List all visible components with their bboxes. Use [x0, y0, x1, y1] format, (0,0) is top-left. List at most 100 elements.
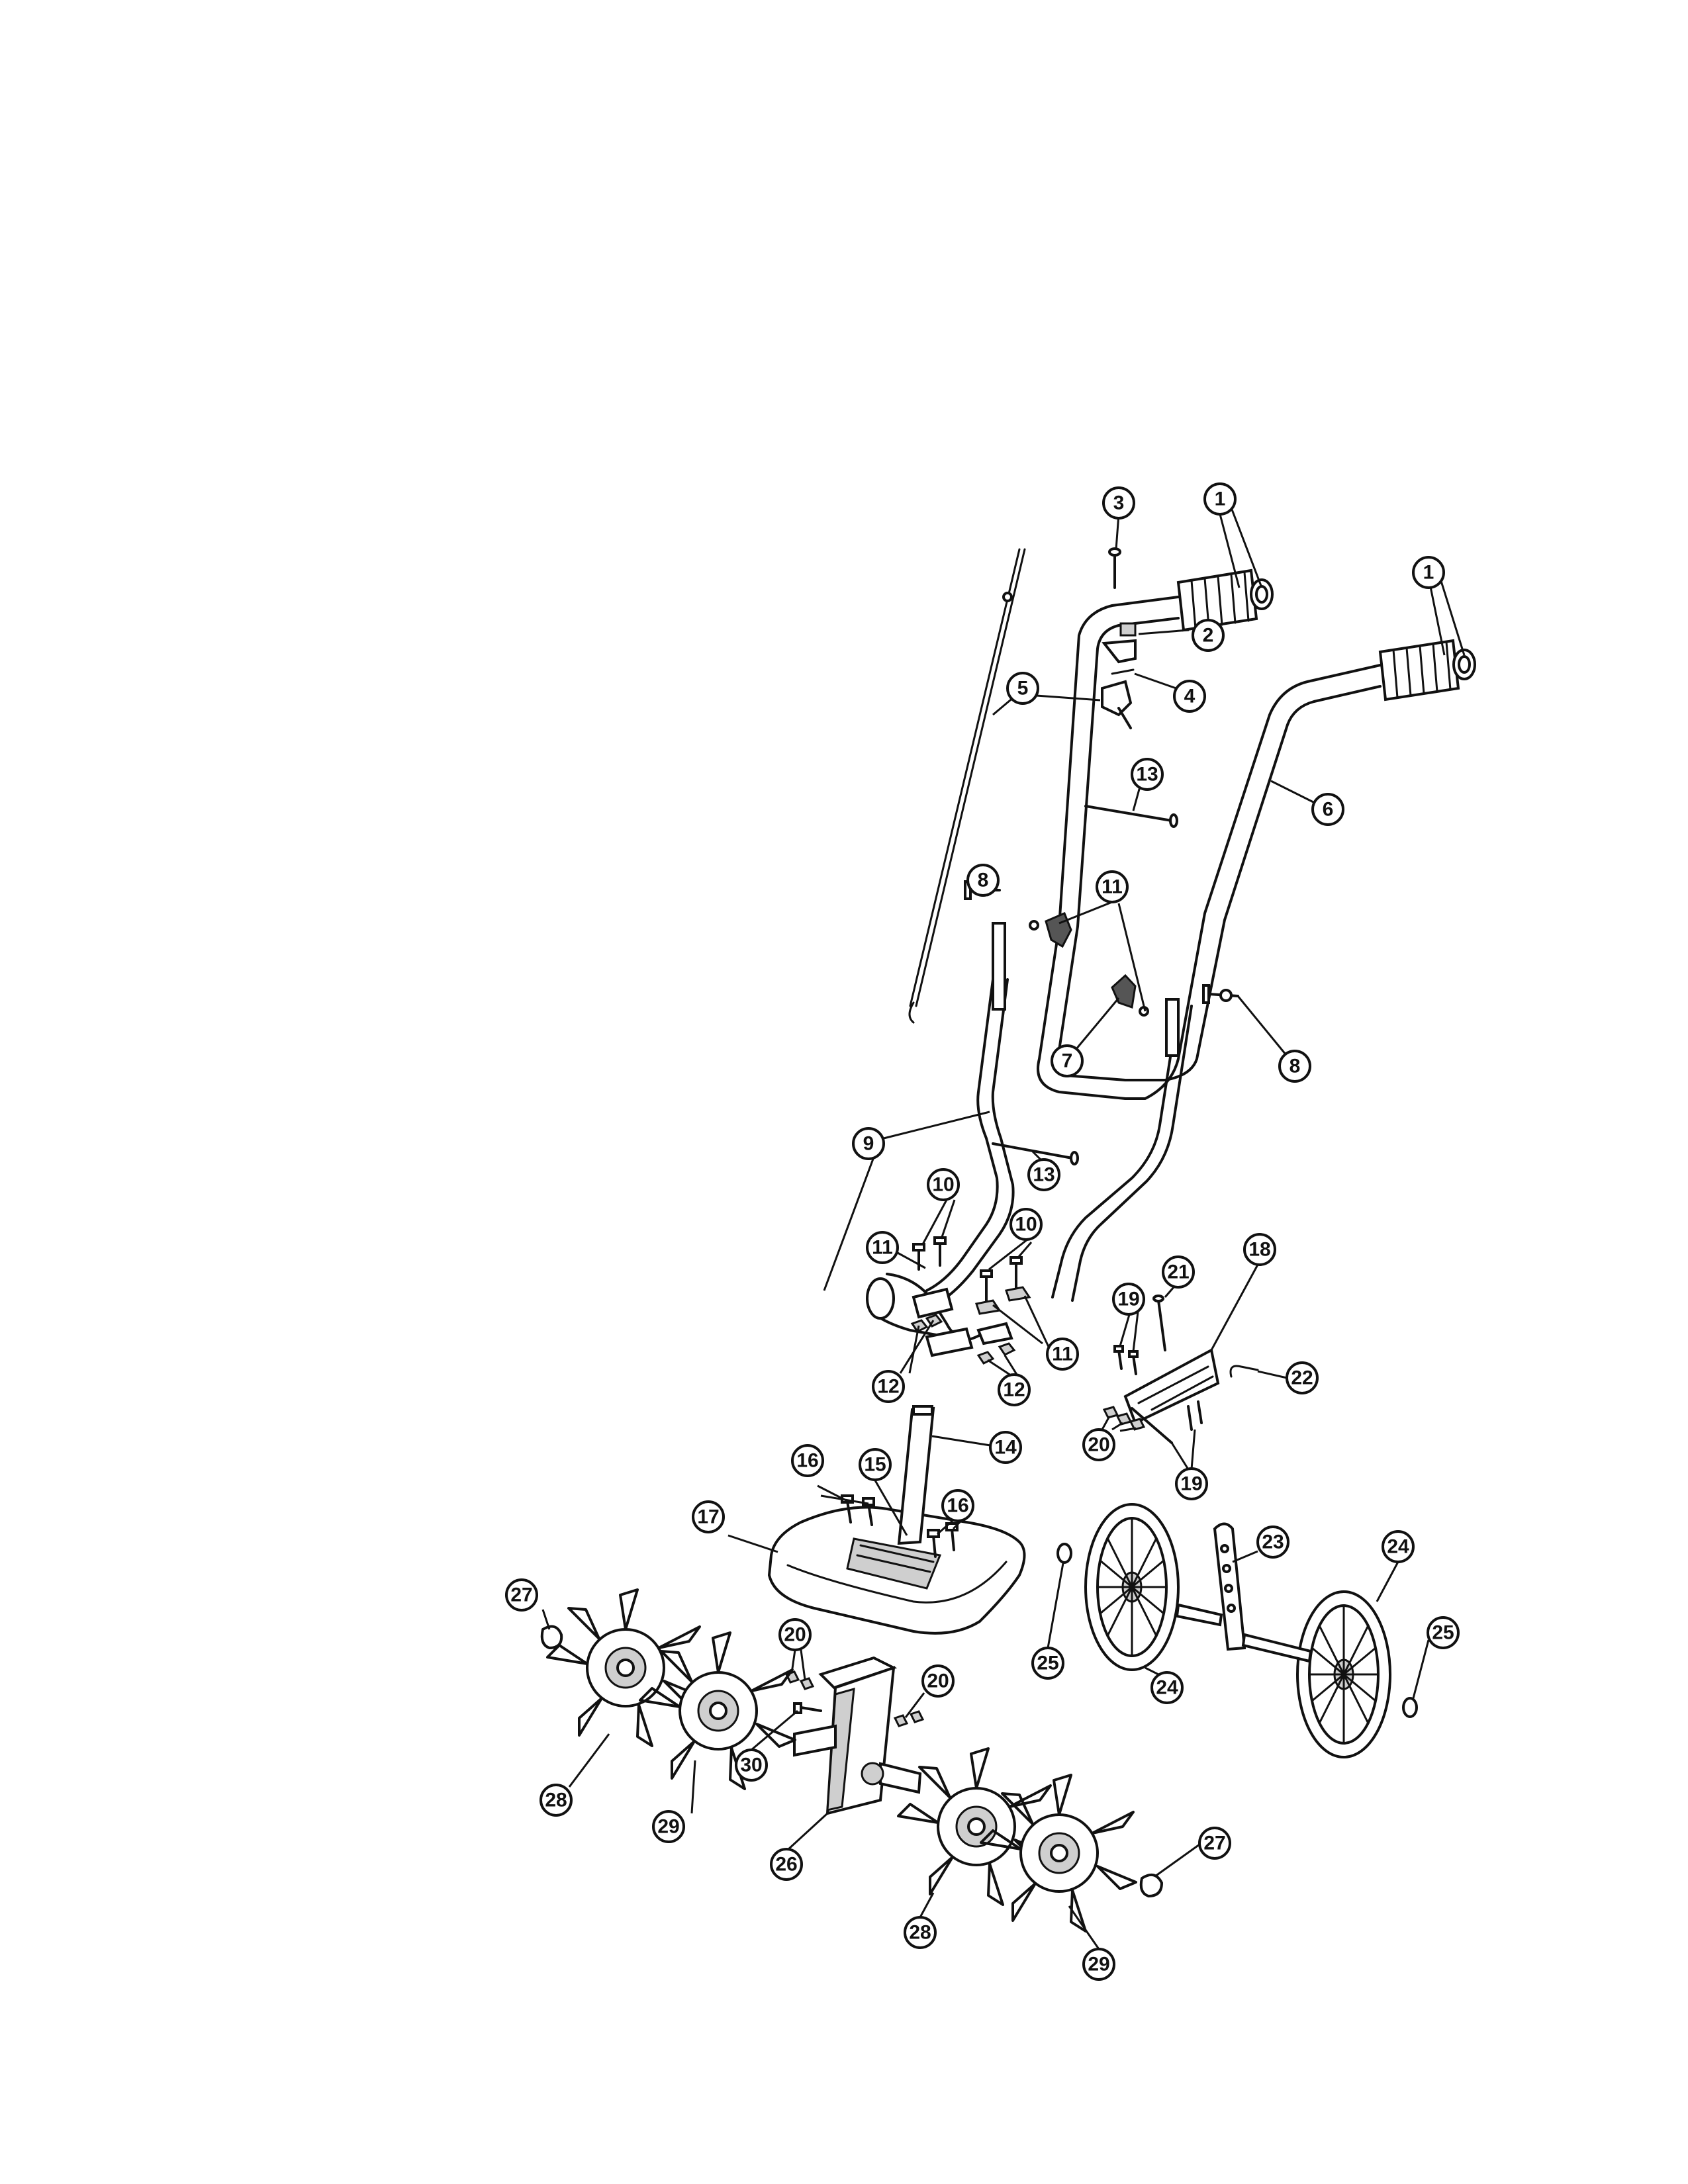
knob-right — [1111, 974, 1149, 1017]
svg-text:14: 14 — [994, 1437, 1017, 1459]
svg-text:28: 28 — [909, 1922, 931, 1944]
callout-15: 15 — [859, 1448, 892, 1481]
svg-text:25: 25 — [1432, 1622, 1454, 1644]
shield-bar — [897, 1405, 935, 1545]
svg-text:1: 1 — [1215, 488, 1226, 510]
svg-text:27: 27 — [1203, 1833, 1225, 1854]
callout-1-left: 1 — [1203, 482, 1237, 516]
pin-lower — [992, 1142, 1079, 1165]
callout-10-right: 10 — [1009, 1208, 1043, 1241]
svg-text:8: 8 — [1289, 1056, 1301, 1077]
screw-3 — [1108, 547, 1121, 589]
svg-text:20: 20 — [1088, 1434, 1109, 1456]
svg-text:6: 6 — [1323, 799, 1334, 821]
svg-text:9: 9 — [863, 1133, 874, 1155]
callout-20-right: 20 — [921, 1664, 955, 1698]
callout-5: 5 — [1006, 672, 1039, 705]
callout-20-left: 20 — [778, 1618, 812, 1651]
svg-text:13: 13 — [1033, 1164, 1055, 1186]
svg-text:19: 19 — [1180, 1473, 1202, 1495]
callout-11-left: 11 — [866, 1231, 899, 1264]
bolts-16 — [841, 1494, 959, 1558]
callout-9: 9 — [852, 1127, 885, 1160]
svg-text:29: 29 — [1088, 1954, 1109, 1976]
callout-21: 21 — [1162, 1255, 1195, 1289]
svg-text:24: 24 — [1387, 1536, 1409, 1558]
callout-30: 30 — [735, 1749, 768, 1782]
leader-lines — [541, 504, 1466, 1950]
svg-text:2: 2 — [1203, 625, 1214, 647]
left-grip — [1176, 569, 1274, 632]
callout-18: 18 — [1243, 1233, 1276, 1266]
callout-28-right: 28 — [904, 1916, 937, 1949]
svg-text:15: 15 — [864, 1454, 886, 1476]
callout-24-left: 24 — [1150, 1671, 1184, 1704]
callout-25-left: 25 — [1031, 1647, 1064, 1680]
callout-8-right: 8 — [1278, 1050, 1311, 1083]
throttle-cable — [908, 548, 1026, 1024]
svg-text:30: 30 — [740, 1754, 762, 1776]
callout-4: 4 — [1173, 680, 1206, 713]
svg-text:11: 11 — [1052, 1343, 1073, 1365]
bolt-30 — [793, 1702, 822, 1714]
svg-text:10: 10 — [1015, 1214, 1037, 1236]
svg-text:17: 17 — [697, 1506, 719, 1528]
callout-17: 17 — [692, 1500, 725, 1533]
knob-left — [1029, 912, 1072, 948]
svg-text:20: 20 — [784, 1624, 806, 1646]
callout-27-left: 27 — [505, 1578, 538, 1612]
svg-text:25: 25 — [1037, 1653, 1058, 1674]
pin-upper — [1084, 805, 1178, 828]
svg-text:11: 11 — [872, 1237, 893, 1259]
nuts-20-transmission — [784, 1670, 925, 1727]
svg-text:1: 1 — [1423, 562, 1434, 584]
svg-text:18: 18 — [1248, 1239, 1270, 1261]
svg-text:21: 21 — [1167, 1261, 1189, 1283]
callout-8-left: 8 — [966, 864, 1000, 897]
svg-text:23: 23 — [1262, 1531, 1284, 1553]
svg-text:12: 12 — [877, 1376, 899, 1398]
callout-2: 2 — [1192, 619, 1225, 652]
bolt-8-right — [1202, 984, 1239, 1004]
throttle-lever — [1101, 680, 1133, 729]
svg-text:26: 26 — [775, 1854, 797, 1876]
callout-12-left: 12 — [872, 1370, 905, 1403]
svg-text:20: 20 — [927, 1670, 949, 1692]
callout-19-upper: 19 — [1112, 1283, 1145, 1316]
svg-text:3: 3 — [1113, 492, 1125, 514]
tine-shield — [767, 1506, 1026, 1635]
svg-text:5: 5 — [1017, 678, 1029, 700]
callout-11-upper: 11 — [1096, 870, 1129, 903]
svg-text:19: 19 — [1117, 1289, 1139, 1310]
nuts-20-bracket — [1102, 1406, 1146, 1431]
clip-left — [540, 1625, 563, 1649]
callout-3: 3 — [1102, 486, 1135, 520]
right-grip — [1378, 639, 1476, 702]
svg-text:27: 27 — [510, 1584, 532, 1606]
upper-handle — [1037, 596, 1382, 1100]
svg-text:10: 10 — [932, 1174, 954, 1196]
wheel-bracket — [1175, 1522, 1313, 1663]
callout-25-right: 25 — [1427, 1616, 1460, 1649]
callout-27-right: 27 — [1198, 1827, 1231, 1860]
wheel-caps — [1056, 1543, 1418, 1718]
callout-16-left: 16 — [791, 1444, 824, 1477]
callout-10-left: 10 — [927, 1168, 960, 1201]
svg-text:29: 29 — [657, 1816, 679, 1838]
svg-text:28: 28 — [545, 1790, 567, 1811]
callout-24-right: 24 — [1382, 1530, 1415, 1563]
svg-text:4: 4 — [1184, 686, 1196, 707]
callout-19-lower: 19 — [1175, 1467, 1208, 1500]
svg-text:22: 22 — [1291, 1367, 1313, 1389]
bolts-19 — [1113, 1345, 1139, 1375]
svg-text:8: 8 — [978, 870, 989, 891]
callout-29-right: 29 — [1082, 1948, 1115, 1981]
callout-29-left: 29 — [652, 1810, 685, 1843]
callout-16-right: 16 — [941, 1489, 974, 1522]
bolts-10-left — [912, 1236, 947, 1271]
callout-28-left: 28 — [539, 1784, 573, 1817]
callout-23: 23 — [1256, 1525, 1289, 1559]
lower-handle — [866, 922, 1193, 1357]
callout-13-lower: 13 — [1027, 1158, 1060, 1191]
callout-1-right: 1 — [1412, 556, 1445, 589]
